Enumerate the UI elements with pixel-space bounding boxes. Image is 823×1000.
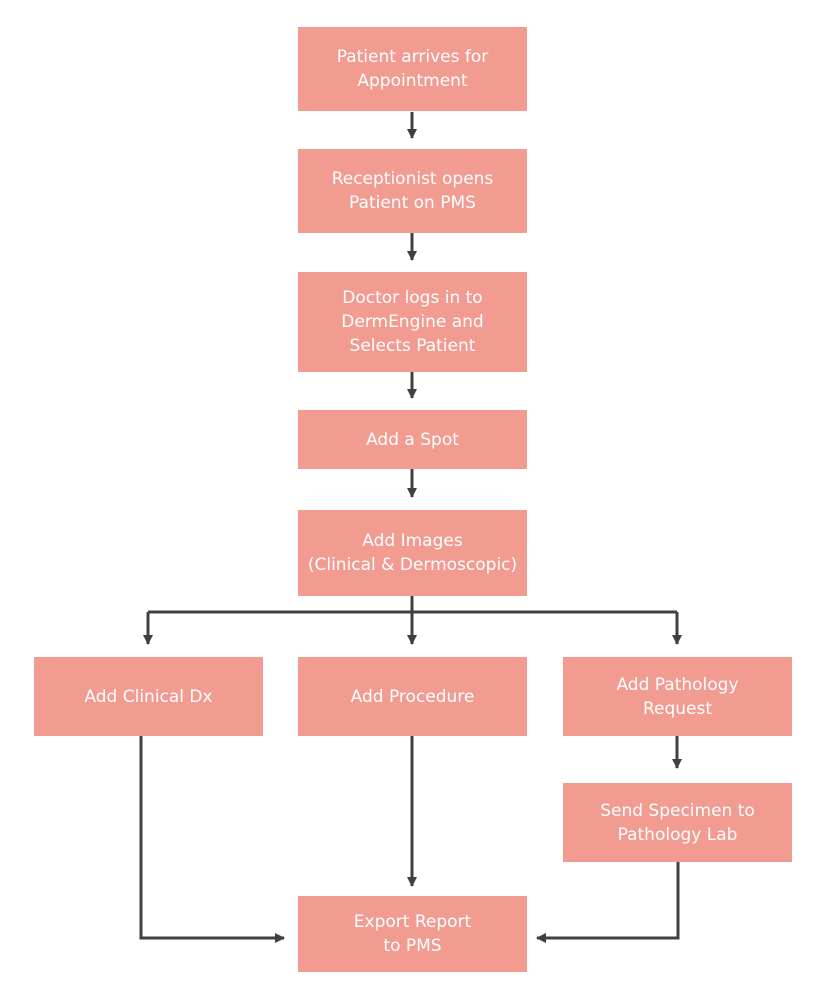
arrow-specimen-to-export [536, 862, 680, 943]
node-label: Export Report to PMS [353, 912, 472, 956]
node-label: Send Specimen to Pathology Lab [600, 800, 755, 845]
node-label: Patient arrives for Appointment [336, 47, 489, 91]
node-patient-arrives: Patient arrives for Appointment [298, 27, 527, 111]
node-receptionist-opens: Receptionist opens Patient on PMS [298, 149, 527, 233]
node-add-clinical-dx: Add Clinical Dx [34, 657, 263, 736]
node-export-report: Export Report to PMS [298, 896, 527, 972]
node-add-pathology-request: Add Pathology Request [563, 657, 792, 736]
node-doctor-logs-in: Doctor logs in to DermEngine and Selects… [298, 272, 527, 372]
node-label: Add Pathology Request [616, 674, 739, 719]
node-label: Add a Spot [366, 429, 459, 450]
node-label: Receptionist opens Patient on PMS [331, 169, 494, 213]
node-label: Add Images (Clinical & Dermoscopic) [307, 531, 518, 575]
node-label: Add Procedure [350, 686, 475, 707]
node-add-procedure: Add Procedure [298, 657, 527, 736]
arrow-clinical-dx-to-export [139, 736, 285, 943]
node-add-spot: Add a Spot [298, 410, 527, 469]
node-send-specimen: Send Specimen to Pathology Lab [563, 783, 792, 862]
node-add-images: Add Images (Clinical & Dermoscopic) [298, 510, 527, 596]
node-label: Add Clinical Dx [84, 686, 213, 707]
node-label: Doctor logs in to DermEngine and Selects… [341, 288, 484, 356]
